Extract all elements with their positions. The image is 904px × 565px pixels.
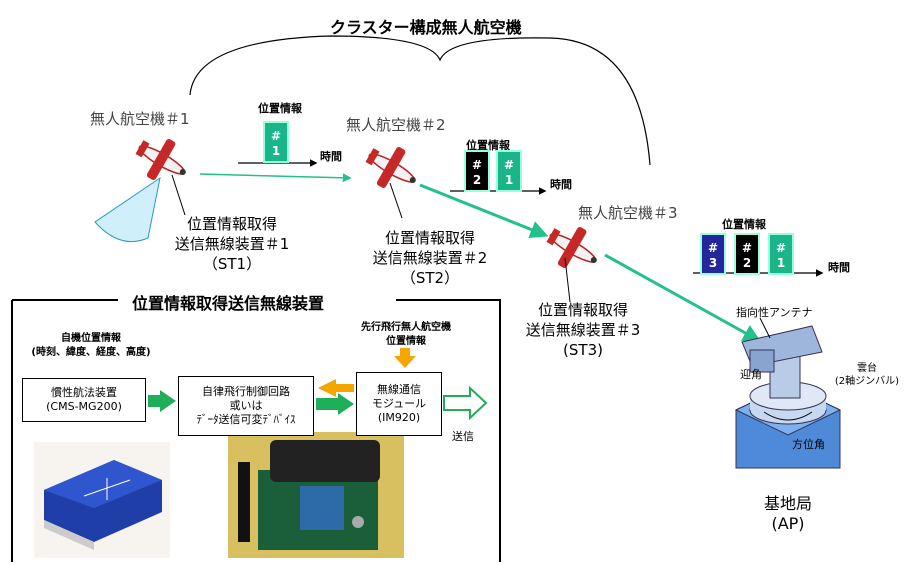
packet-num: 1: [504, 173, 514, 187]
arrow-ctrl-to-radio: [316, 393, 354, 415]
packet-label-2: 位置情報: [466, 139, 510, 152]
device-3-line-3: (ST3): [563, 341, 603, 359]
device-1-line-1: 位置情報取得: [186, 215, 277, 233]
packet-g3-1: # 3: [700, 233, 726, 275]
controller-line-3: ﾃﾞｰﾀ送信可変ﾃﾞﾊﾞｲｽ: [196, 413, 296, 426]
packet-mark: #: [503, 158, 515, 172]
packet-g2-1: # 2: [464, 150, 490, 192]
self-info-line-2: (時刻、緯度、経度、高度): [31, 347, 151, 358]
device-2-line-3: （ST2）: [400, 269, 460, 287]
prev-info-line-2: 位置情報: [386, 336, 426, 347]
panel-frame: [11, 299, 501, 562]
aircraft-3-icon: [546, 227, 597, 268]
radio-line-1: 無線通信: [377, 383, 421, 396]
pointer-antenna: [759, 317, 771, 339]
base-name-line-1: 基地局: [763, 494, 812, 513]
pantilt-line-2: (2軸ジンバル): [834, 376, 900, 387]
pantilt-line-1: 雲台: [857, 363, 877, 374]
imu-line-2: (CMS-MG200): [46, 400, 122, 413]
device-1-line-2: 送信無線装置＃1: [174, 235, 290, 253]
link-1-2: [199, 173, 352, 183]
arrow-imu-to-ctrl: [148, 390, 176, 412]
base-name-line-2: (AP): [771, 514, 805, 533]
packet-g1-1: # 1: [263, 121, 289, 163]
camera-cone: [94, 176, 161, 242]
link-3-ap: [604, 253, 762, 342]
controller-line-1: 自律飛行制御回路: [202, 385, 290, 398]
radio-box: 無線通信 モジュール (IM920): [356, 372, 442, 436]
diagram-title: クラスター構成無人航空機: [330, 18, 522, 37]
base-station-graphic: [734, 325, 842, 469]
antenna-label: 指向性アンテナ: [736, 306, 813, 319]
packet-num: 2: [742, 256, 752, 270]
packet-num: 2: [472, 173, 482, 187]
uav-3-name: 無人航空機＃3: [578, 204, 678, 222]
prev-info-label: 先行飛行無人航空機 位置情報: [326, 321, 486, 349]
pointer-device-3: [564, 257, 571, 303]
elevation-label: 迎角: [740, 368, 762, 381]
packet-num: 1: [271, 144, 281, 158]
packet-g3-2: # 2: [734, 233, 760, 275]
packet-mark: #: [707, 241, 719, 255]
aircraft-2-icon: [365, 147, 416, 188]
packet-mark: #: [775, 241, 787, 255]
controller-box: 自律飛行制御回路 或いは ﾃﾞｰﾀ送信可変ﾃﾞﾊﾞｲｽ: [178, 376, 314, 436]
aircraft-1-icon: [135, 139, 186, 180]
device-2-line-1: 位置情報取得: [384, 229, 475, 247]
device-1-line-3: （ST1）: [202, 255, 262, 273]
imu-box: 慣性航法装置 (CMS-MG200): [22, 378, 146, 422]
device-2-label: 位置情報取得 送信無線装置＃2 （ST2）: [360, 228, 500, 288]
packet-num: 1: [776, 256, 786, 270]
device-3-line-1: 位置情報取得: [537, 301, 628, 319]
packet-label-3: 位置情報: [722, 218, 766, 231]
packet-mark: #: [471, 158, 483, 172]
self-info-label: 自機位置情報 (時刻、緯度、経度、高度): [16, 332, 166, 360]
controller-line-2: 或いは: [229, 399, 263, 412]
radio-line-2: モジュール: [371, 397, 427, 410]
base-station-label: 基地局 (AP): [738, 494, 838, 534]
packet-label-1: 位置情報: [258, 102, 302, 115]
arrow-send: [443, 385, 488, 421]
send-label: 送信: [452, 430, 474, 443]
packet-g2-2: # 1: [496, 150, 522, 192]
board-photo: [228, 432, 404, 558]
packet-g3-3: # 1: [768, 233, 794, 275]
panel-title: 位置情報取得送信無線装置: [126, 290, 331, 314]
link-2-3: [419, 183, 549, 239]
packet-num: 3: [708, 256, 718, 270]
uav-1-name: 無人航空機＃1: [90, 110, 190, 128]
cluster-brace: [189, 35, 651, 166]
arrow-prev-down: [394, 348, 416, 368]
radio-line-3: (IM920): [377, 411, 421, 424]
pointer-device-2: [389, 182, 403, 219]
self-info-line-1: 自機位置情報: [61, 333, 121, 344]
time-label-1: 時間: [320, 150, 342, 163]
device-2-line-2: 送信無線装置＃2: [372, 249, 488, 267]
imu-photo: [34, 442, 170, 558]
time-label-3: 時間: [828, 261, 850, 274]
packet-mark: #: [270, 129, 282, 143]
arrow-radio-to-ctrl: [318, 379, 354, 397]
azimuth-label: 方位角: [792, 438, 825, 451]
device-3-line-2: 送信無線装置＃3: [525, 321, 641, 339]
pantilt-label: 雲台 (2軸ジンバル): [832, 362, 902, 388]
pointer-device-1: [171, 174, 186, 216]
device-1-label: 位置情報取得 送信無線装置＃1 （ST1）: [168, 214, 296, 274]
imu-line-1: 慣性航法装置: [51, 386, 117, 399]
device-3-label: 位置情報取得 送信無線装置＃3 (ST3): [508, 300, 658, 360]
prev-info-line-1: 先行飛行無人航空機: [361, 322, 451, 333]
time-label-2: 時間: [550, 178, 572, 191]
packet-mark: #: [741, 241, 753, 255]
uav-2-name: 無人航空機＃2: [346, 116, 446, 134]
